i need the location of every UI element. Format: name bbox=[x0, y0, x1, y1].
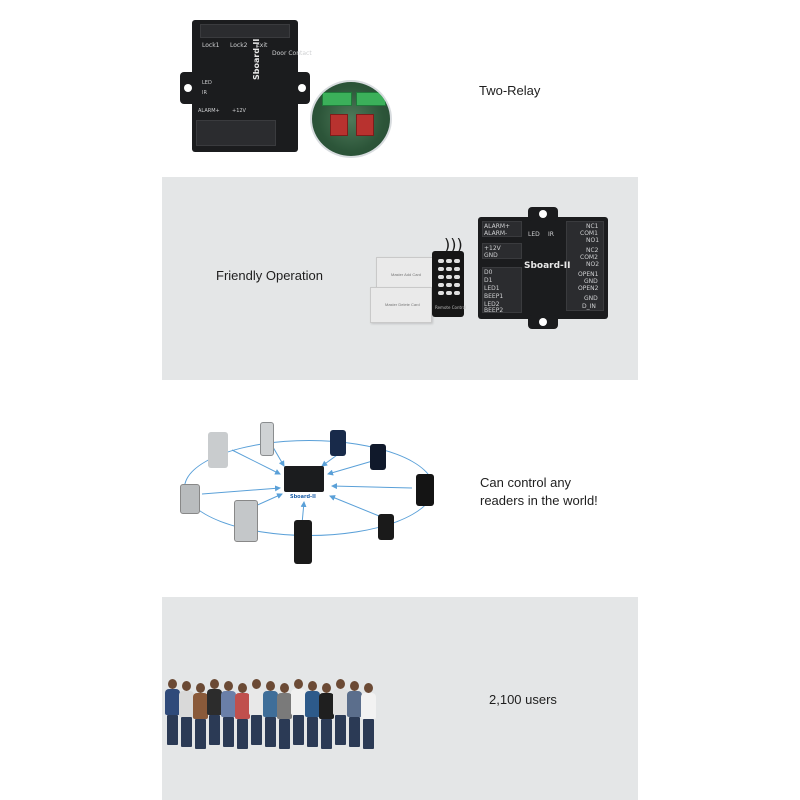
reader-image bbox=[378, 514, 394, 540]
relay-closeup-image bbox=[310, 80, 392, 158]
mounting-ear-bottom bbox=[528, 315, 558, 329]
master-delete-card-label: Master Delete Card bbox=[385, 302, 420, 307]
mounting-ear-left bbox=[180, 72, 196, 104]
label-alarm-minus: ALARM- bbox=[484, 230, 508, 237]
person bbox=[290, 679, 306, 749]
person bbox=[276, 683, 292, 753]
board-label-exit: Exit bbox=[256, 42, 268, 49]
person bbox=[192, 683, 208, 753]
reader-image bbox=[330, 430, 346, 456]
caption-friendly-operation: Friendly Operation bbox=[216, 268, 323, 283]
reader-image bbox=[260, 422, 274, 456]
sboard-hub-image bbox=[284, 466, 324, 492]
person bbox=[178, 681, 194, 751]
wireless-signal-icon: ))) bbox=[444, 235, 463, 254]
caption-two-relay: Two-Relay bbox=[479, 83, 541, 98]
reader-image bbox=[180, 484, 200, 514]
label-led1: LED1 bbox=[484, 285, 500, 292]
person bbox=[318, 683, 334, 753]
label-gnd-r2: GND bbox=[584, 295, 598, 302]
person bbox=[262, 681, 278, 751]
label-alarm-plus: ALARM+ bbox=[484, 223, 511, 230]
label-gnd-r1: GND bbox=[584, 278, 598, 285]
mounting-ear-top bbox=[528, 207, 558, 221]
board-label-lock2: Lock2 bbox=[230, 42, 248, 49]
relay bbox=[356, 114, 374, 136]
caption-control-readers-line2: readers in the world! bbox=[480, 493, 598, 508]
caption-control-readers-line1: Can control any bbox=[480, 475, 572, 490]
indicator-led: LED bbox=[528, 231, 540, 238]
board-indicator-led: LED bbox=[202, 80, 212, 86]
reader-image bbox=[208, 432, 228, 468]
board-indicator-ir: IR bbox=[202, 90, 207, 96]
label-no2: NO2 bbox=[586, 261, 600, 268]
person bbox=[304, 681, 320, 751]
master-add-card-label: Master Add Card bbox=[391, 272, 422, 277]
section-friendly-operation: Friendly Operation Master Add Card Maste… bbox=[162, 177, 638, 380]
board-label-lock1: Lock1 bbox=[202, 42, 220, 49]
reader-image bbox=[234, 500, 258, 542]
remote-label: Remote Control bbox=[435, 305, 467, 310]
person bbox=[234, 683, 250, 753]
label-com2: COM2 bbox=[580, 254, 598, 261]
board-label-door-contact: Door Contact bbox=[272, 50, 312, 57]
hub-label: Sboard-II bbox=[290, 494, 316, 500]
label-nc2: NC2 bbox=[586, 247, 599, 254]
label-com1: COM1 bbox=[580, 230, 598, 237]
person bbox=[248, 679, 264, 749]
label-no1: NO1 bbox=[586, 237, 600, 244]
master-delete-card: Master Delete Card bbox=[370, 287, 432, 323]
board-label-alarm: ALARM+ bbox=[198, 108, 220, 114]
label-12v: +12V bbox=[484, 245, 501, 252]
person bbox=[164, 679, 180, 749]
label-nc1: NC1 bbox=[586, 223, 599, 230]
top-terminal-block bbox=[200, 24, 290, 38]
board-title: Sboard-II bbox=[524, 261, 571, 271]
label-open2: OPEN2 bbox=[578, 285, 599, 292]
controller-board-image: ALARM+ ALARM- +12V GND D0 D1 LED1 BEEP1 … bbox=[478, 217, 608, 319]
label-d0: D0 bbox=[484, 269, 493, 276]
label-beep2: BEEP2 bbox=[484, 307, 504, 314]
label-beep1: BEEP1 bbox=[484, 293, 504, 300]
indicator-ir: IR bbox=[548, 231, 554, 238]
section-users: 2,100 users bbox=[162, 597, 638, 800]
label-d1: D1 bbox=[484, 277, 493, 284]
bottom-terminal-block bbox=[196, 120, 276, 146]
controller-board-image: Sboard-II Lock1 Lock2 Exit Door Contact … bbox=[192, 20, 312, 152]
label-gnd: GND bbox=[484, 252, 498, 259]
label-open1: OPEN1 bbox=[578, 271, 599, 278]
person bbox=[360, 683, 376, 753]
person bbox=[332, 679, 348, 749]
section-control-readers: Sboard-II Can control any readers in the… bbox=[162, 400, 638, 570]
label-led2: LED2 bbox=[484, 301, 500, 308]
reader-image bbox=[416, 474, 434, 506]
reader-image bbox=[294, 520, 312, 564]
relay bbox=[330, 114, 348, 136]
terminal-block bbox=[356, 92, 386, 106]
person bbox=[346, 681, 362, 751]
section-two-relay: Sboard-II Lock1 Lock2 Exit Door Contact … bbox=[162, 0, 638, 170]
terminal-block bbox=[322, 92, 352, 106]
label-d-in: D_IN bbox=[582, 303, 596, 310]
person bbox=[206, 679, 222, 749]
mounting-ear-right bbox=[294, 72, 310, 104]
reader-image bbox=[370, 444, 386, 470]
caption-users: 2,100 users bbox=[489, 692, 557, 707]
board-label-power: +12V bbox=[232, 108, 246, 114]
remote-control-image: Remote Control bbox=[432, 251, 467, 317]
person bbox=[220, 681, 236, 751]
